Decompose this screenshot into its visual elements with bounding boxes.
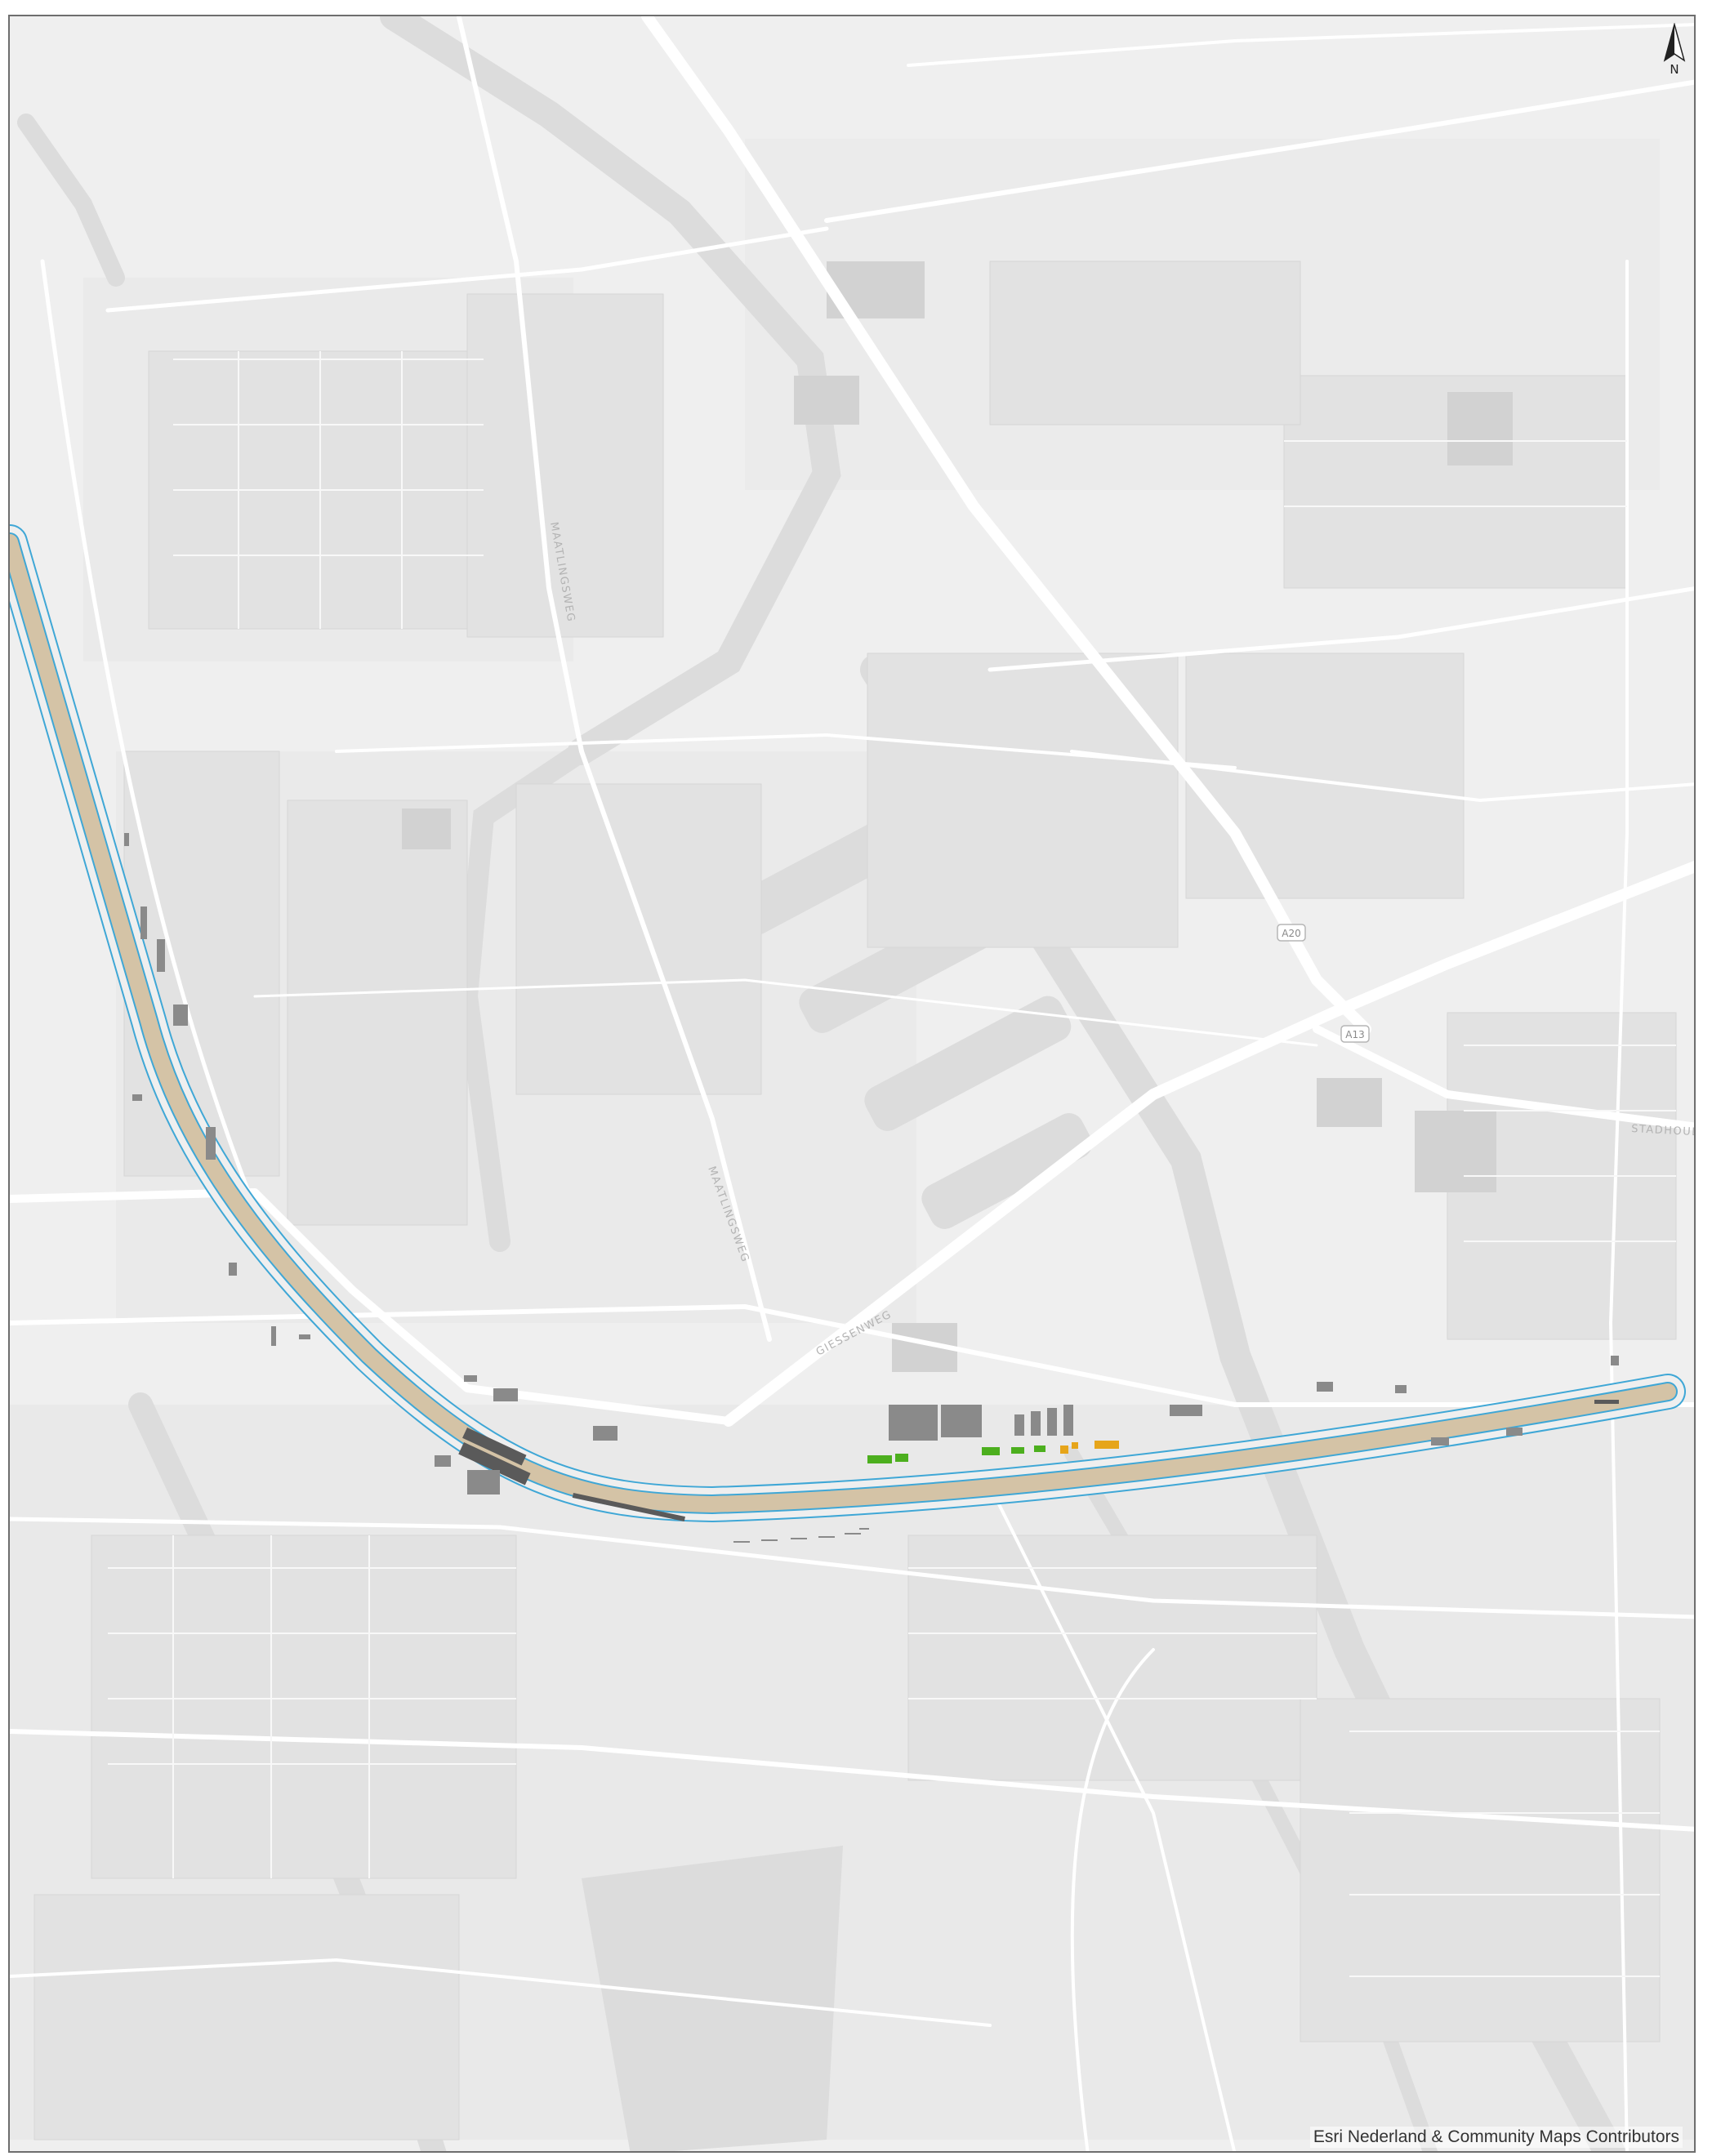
- street-label-stadhoud: STADHOUD: [1631, 1123, 1696, 1138]
- road-mid-2: [253, 978, 1318, 1047]
- highway-east: [1313, 1025, 1694, 1131]
- north-arrow: N: [1660, 22, 1689, 82]
- road-curve-south: [1070, 1648, 1155, 2151]
- road-ring-west: [40, 259, 257, 1211]
- svg-text:A13: A13: [1345, 1029, 1364, 1040]
- canal-north-central: [380, 16, 841, 765]
- road-north-2: [824, 79, 1694, 223]
- highway-a20: [641, 16, 1371, 1035]
- svg-text:A20: A20: [1282, 928, 1300, 939]
- rail-corridor[interactable]: [10, 524, 1686, 1522]
- road-network: [10, 16, 1694, 2151]
- corridor-buildings: [124, 833, 1619, 1494]
- road-north-3: [907, 23, 1694, 67]
- road-west-2: [10, 1517, 1694, 1619]
- basemap[interactable]: MAATLINGSWEG MAATLINGSWEG GIESSENWEG STA…: [10, 16, 1696, 2153]
- maatlingsweg-north: [457, 16, 584, 754]
- corridor-fill: [10, 534, 1676, 1512]
- road-north-1: [105, 226, 829, 313]
- road-mid-1: [335, 733, 1237, 769]
- road-southwest: [10, 1958, 992, 2027]
- corridor-features-orange: [1060, 1441, 1119, 1454]
- station-platforms: [458, 1400, 1619, 1521]
- north-label: N: [1670, 62, 1679, 77]
- corridor-buildings-south: [733, 1528, 869, 1543]
- giessenweg-road: [10, 1188, 733, 1425]
- platform-central-1: [462, 1428, 527, 1466]
- canal-northwest: [17, 114, 125, 287]
- road-west-1: [10, 1304, 1694, 1407]
- road-southeast: [988, 1485, 1237, 2151]
- highway-a13: [723, 861, 1694, 1427]
- maatlingsweg-south: [579, 749, 772, 1342]
- platform-east: [1594, 1400, 1619, 1404]
- north-arrow-icon: [1663, 22, 1686, 62]
- minor-roads: [108, 351, 1676, 1977]
- road-east-1: [988, 586, 1694, 672]
- map-frame[interactable]: MAATLINGSWEG MAATLINGSWEG GIESSENWEG STA…: [8, 15, 1696, 2153]
- platform-south: [572, 1493, 685, 1521]
- road-east-2: [1070, 750, 1694, 802]
- road-east-vertical: [1609, 260, 1629, 2151]
- platform-central-2: [458, 1442, 531, 1486]
- route-shield-a20: A20: [1277, 924, 1306, 942]
- map-attribution: Esri Nederland & Community Maps Contribu…: [1309, 2127, 1683, 2148]
- corridor-features-green: [867, 1446, 1045, 1463]
- route-shield-a13: A13: [1340, 1025, 1370, 1043]
